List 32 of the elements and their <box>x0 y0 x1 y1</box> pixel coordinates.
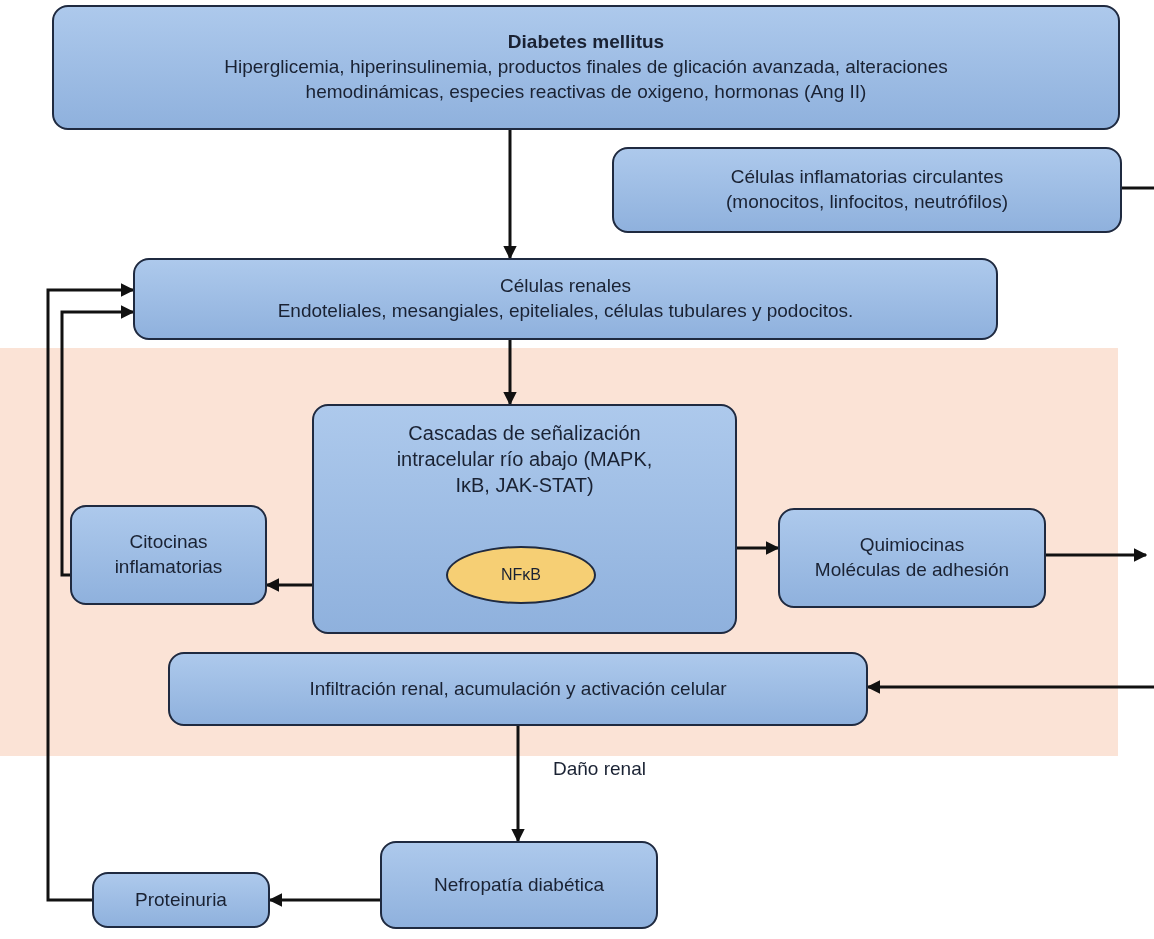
arrow <box>46 283 135 902</box>
box-text: Infiltración renal, acumulación y activación celular <box>309 676 727 701</box>
box-text: Proteinuria <box>135 887 227 912</box>
arrow <box>268 893 380 907</box>
box-text: Cascadas de señalización intracelular río abajo (MAPK, IκB, JAK-STAT) <box>395 421 654 498</box>
box-text: Citocinas inflamatorias <box>113 530 224 579</box>
process-box <box>380 841 658 929</box>
arrow <box>503 340 517 406</box>
box-text: Endoteliales, mesangiales, epiteliales, células tubulares y podocitos. <box>277 299 854 323</box>
process-box <box>312 404 737 634</box>
box-heading: Diabetes mellitus <box>507 30 665 55</box>
process-box <box>168 652 868 726</box>
process-box <box>133 258 998 340</box>
arrow <box>265 578 312 592</box>
process-box <box>92 872 270 928</box>
box-text: Moléculas de adhesión <box>814 558 1010 582</box>
arrow <box>511 726 525 843</box>
box-text: Células inflamatorias circulantes (monocitos, linfocitos, neutrófilos) <box>725 165 1009 214</box>
box-text: Hiperglicemia, hiperinsulinemia, productos finales de glicación avanzada, alteraciones hemodinámicas, especies reactivas de oxigeno, hormonas (Ang II) <box>223 55 949 104</box>
arrow <box>503 130 517 260</box>
arrow <box>737 541 780 555</box>
process-box <box>778 508 1046 608</box>
box-text: Células renales <box>500 274 631 299</box>
arrow <box>866 680 1154 694</box>
arrow <box>60 305 135 577</box>
process-box <box>52 5 1120 130</box>
box-text: Nefropatía diabética <box>433 872 605 897</box>
process-box <box>612 147 1122 233</box>
box-text: Quimiocinas <box>859 533 965 558</box>
process-box <box>70 505 267 605</box>
arrow <box>1046 548 1148 562</box>
box-text: NFκB <box>501 564 541 585</box>
